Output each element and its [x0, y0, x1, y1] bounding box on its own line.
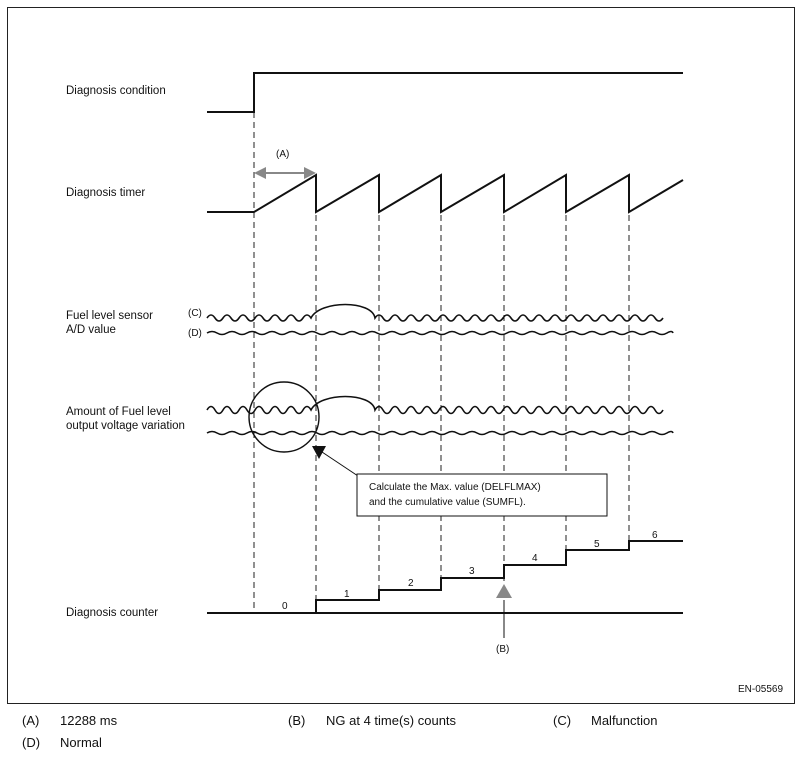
- label-amount-variation-2: output voltage variation: [66, 420, 185, 432]
- legend-key-d: (D): [22, 735, 41, 750]
- counter-staircase: [315, 540, 683, 613]
- marker-d: (D): [188, 328, 202, 339]
- marker-b: (B): [496, 644, 509, 655]
- callout-box: [356, 473, 608, 517]
- callout-pointer-arrow: [312, 446, 326, 459]
- callout-line-2: and the cumulative value (SUMFL).: [369, 497, 526, 508]
- legend-item-c: (C) Malfunction: [553, 713, 657, 728]
- legend-text-c: Malfunction: [591, 713, 658, 728]
- legend-item-b: (B) NG at 4 time(s) counts: [288, 713, 456, 728]
- marker-a: (A): [276, 149, 289, 160]
- diagnosis-timer-wave: [207, 173, 684, 214]
- diagram-frame: [7, 7, 795, 704]
- callout-line-1: Calculate the Max. value (DELFLMAX): [369, 482, 541, 493]
- label-fuel-sensor-1: Fuel level sensor: [66, 310, 153, 322]
- highlight-circle: [248, 381, 320, 453]
- diagnosis-condition-wave: [207, 72, 683, 113]
- counter-value-0: 0: [282, 601, 288, 612]
- legend-text-b: NG at 4 time(s) counts: [326, 713, 457, 728]
- figure-id: EN-05569: [738, 684, 783, 695]
- counter-value-5: 5: [594, 539, 600, 550]
- label-amount-variation-1: Amount of Fuel level: [66, 406, 171, 418]
- legend-key-b: (B): [288, 713, 306, 728]
- counter-value-3: 3: [469, 566, 475, 577]
- callout-pointer-line: [321, 451, 359, 477]
- counter-value-2: 2: [408, 578, 414, 589]
- interval-a-arrow: [254, 167, 316, 179]
- marker-b-arrow: [496, 584, 512, 598]
- counter-value-4: 4: [532, 553, 538, 564]
- label-diagnosis-condition: Diagnosis condition: [66, 85, 166, 97]
- label-fuel-sensor-2: A/D value: [66, 324, 116, 336]
- variation-malfunction-wave: [206, 395, 664, 415]
- variation-normal-wave: [206, 430, 674, 436]
- legend-key-c: (C): [553, 713, 572, 728]
- counter-value-6: 6: [652, 530, 658, 541]
- counter-value-1: 1: [344, 589, 350, 600]
- legend-text-a: 12288 ms: [60, 713, 118, 728]
- legend-text-d: Normal: [60, 735, 102, 750]
- legend-item-d: (D) Normal: [22, 735, 102, 750]
- legend-item-a: (A) 12288 ms: [22, 713, 117, 728]
- marker-c: (C): [188, 308, 202, 319]
- legend-key-a: (A): [22, 713, 40, 728]
- sensor-normal-wave: [206, 330, 674, 336]
- sensor-malfunction-wave: [206, 303, 664, 322]
- label-diagnosis-counter: Diagnosis counter: [66, 607, 158, 619]
- label-diagnosis-timer: Diagnosis timer: [66, 187, 145, 199]
